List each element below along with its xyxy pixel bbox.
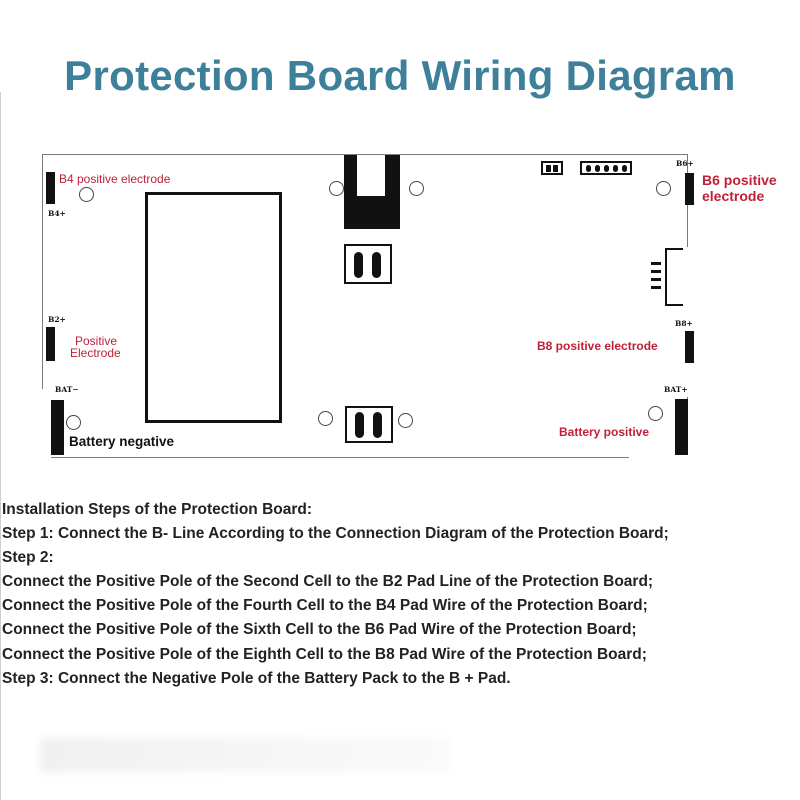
instructions-heading: Installation Steps of the Protection Boa… <box>2 501 313 518</box>
b2-positive-callout-line1: Positive <box>75 334 118 348</box>
board-notch-left <box>41 389 51 459</box>
instructions-step-2-line: Connect the Positive Pole of the Fourth … <box>2 597 648 615</box>
mounting-hole <box>648 406 663 421</box>
upper-switch <box>344 244 392 284</box>
mounting-hole <box>329 181 344 196</box>
b6-positive-callout-line2: electrode <box>702 188 765 204</box>
side-connector <box>651 248 685 306</box>
small-connector-ns <box>541 161 563 175</box>
faded-background-text <box>40 738 450 772</box>
b6-positive-callout-line1: B6 positive <box>702 172 777 188</box>
mounting-hole <box>409 181 424 196</box>
protection-board-diagram: B4+ B2+ BAT− B6+ B8+ BAT+ <box>41 154 694 459</box>
main-component-outline <box>145 192 282 423</box>
mounting-hole <box>656 181 671 196</box>
bat-minus-pad <box>51 400 64 455</box>
mounting-hole <box>66 415 81 430</box>
b8-pad-label: B8+ <box>675 319 693 328</box>
mounting-hole <box>318 411 333 426</box>
instructions-step-2-line: Connect the Positive Pole of the Sixth C… <box>2 621 637 639</box>
bat-minus-pad-label: BAT− <box>55 385 79 394</box>
instructions-step-2-line: Connect the Positive Pole of the Eighth … <box>2 645 647 663</box>
instructions-step-1: Step 1: Connect the B- Line According to… <box>2 525 669 543</box>
battery-positive-callout: Battery positive <box>559 425 650 439</box>
mounting-hole <box>79 187 94 202</box>
b2-pad <box>46 327 55 361</box>
battery-negative-callout: Battery negative <box>69 434 175 449</box>
b2-positive-callout-line2: Electrode <box>70 346 121 360</box>
b4-pad-label: B4+ <box>48 209 66 218</box>
b4-pad <box>46 172 55 204</box>
b6-pad <box>685 173 694 205</box>
board-notch-right-top <box>685 247 689 397</box>
top-connector <box>344 155 400 229</box>
instructions-step-2-line: Connect the Positive Pole of the Second … <box>2 573 654 591</box>
instructions-step-2: Step 2: <box>2 549 54 567</box>
bat-plus-pad <box>675 399 688 455</box>
mounting-hole <box>398 413 413 428</box>
board-notch-bottom-right <box>629 447 689 459</box>
b2-pad-label: B2+ <box>48 315 66 324</box>
installation-instructions: Installation Steps of the Protection Boa… <box>2 498 798 691</box>
b4-positive-callout: B4 positive electrode <box>59 172 171 186</box>
page-edge-rule <box>0 92 1 800</box>
b6-pad-label: B6+ <box>676 159 694 168</box>
bat-plus-pad-label: BAT+ <box>664 385 688 394</box>
b8-pad <box>685 331 694 363</box>
lower-switch <box>345 406 393 443</box>
small-connector-sps <box>580 161 632 175</box>
instructions-step-3: Step 3: Connect the Negative Pole of the… <box>2 669 511 687</box>
b8-positive-callout: B8 positive electrode <box>537 339 658 353</box>
page-title: Protection Board Wiring Diagram <box>64 52 736 99</box>
